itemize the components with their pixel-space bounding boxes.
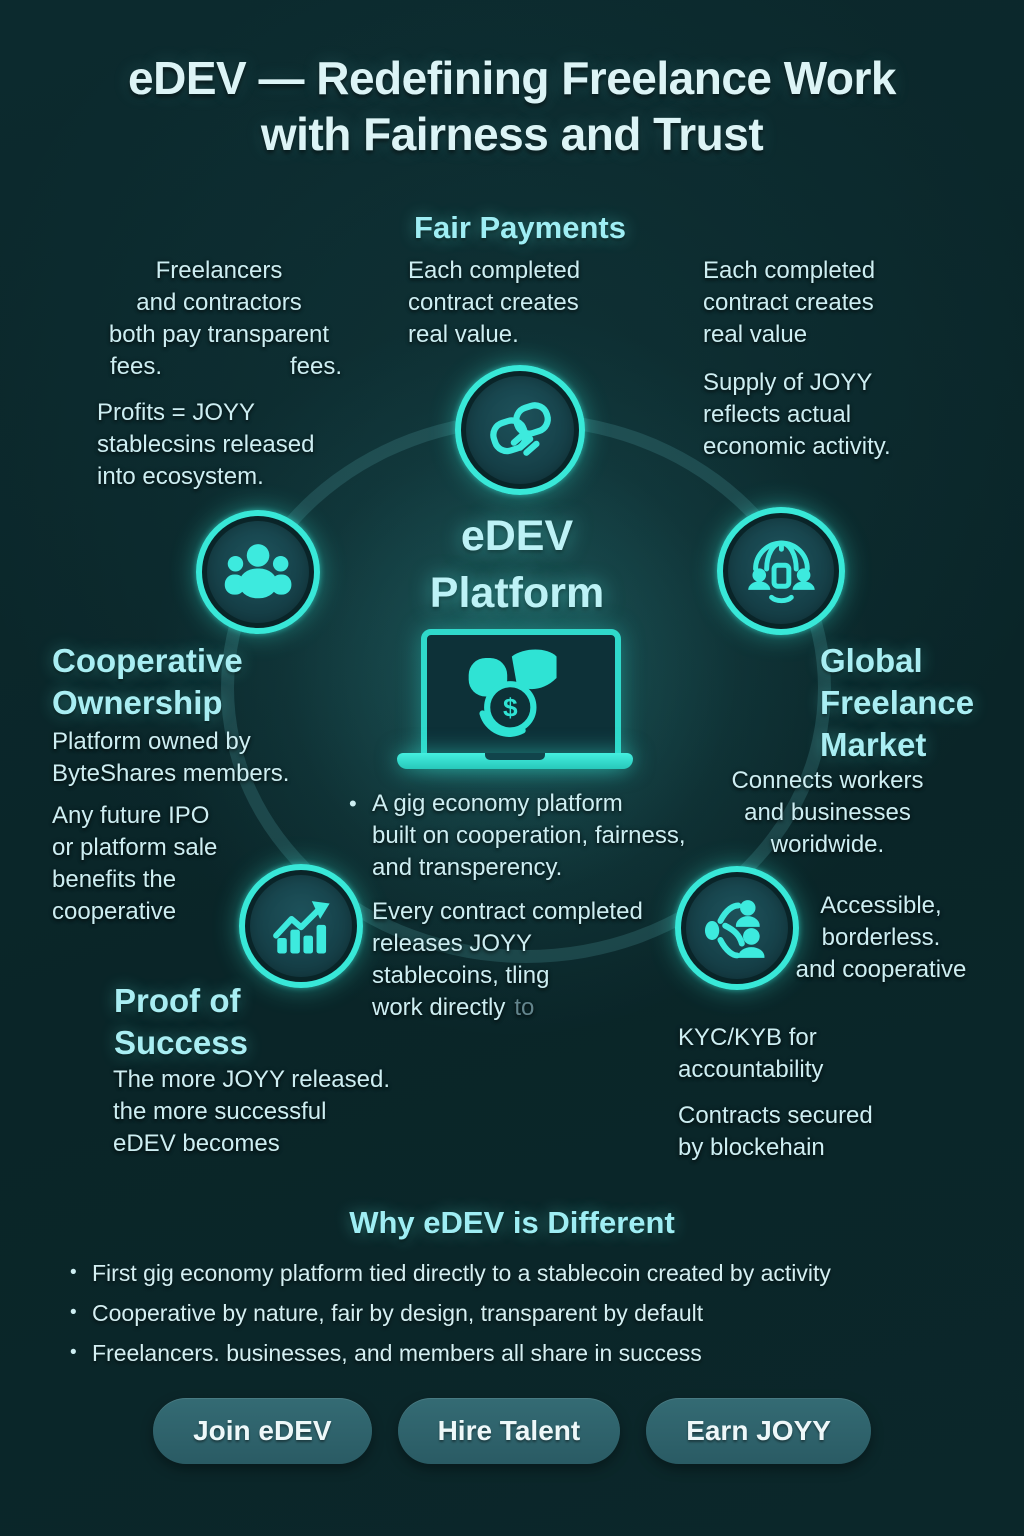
platform-bullet-2: Every contract completed releases JOYY s… [372,896,643,1024]
platform-bullet-1-text: A gig economy platform built on cooperat… [372,790,686,881]
platform-bullet-1: • A gig economy platform built on cooper… [349,788,686,884]
cta-row: Join eDEV Hire Talent Earn JOYY [0,1398,1024,1464]
joyy-supply-paragraph: Supply of JOYY reflects actual economic … [703,369,891,460]
platform-bullet-2-faded-text: to [514,994,535,1021]
why-bullet-text: First gig economy platform tied directly… [92,1260,831,1286]
growth-chart-icon [239,864,363,988]
proof-of-success-body: The more JOYY released. the more success… [113,1066,391,1157]
section-heading-why-edev-is-different: Why eDEV is Different [349,1205,675,1240]
fees-paragraph: Freelancers and contractors both pay tra… [108,257,330,348]
handshake-icon [455,365,585,495]
laptop-notch [485,753,545,760]
hire-talent-button[interactable]: Hire Talent [397,1398,621,1464]
global-market-body: Connects workers and businesses woridwid… [731,767,924,858]
section-heading-proof-of-success: Proof of Success [114,982,248,1061]
fees-left-label: fees. [110,353,163,380]
page-title: eDEV — Redefining Freelance Work with Fa… [128,52,896,160]
profits-paragraph: Profits = JOYY stablecsins released into… [97,399,315,490]
why-different-list: • First gig economy platform tied direct… [70,1258,984,1378]
join-edev-button[interactable]: Join eDEV [153,1398,372,1464]
fees-row: fees. fees. [110,351,342,383]
coop-ipo-body: Any future IPO or platform sale benefits… [52,802,218,925]
contract-value-paragraph: Each completed contract creates real val… [703,257,876,348]
why-bullet-item: • Cooperative by nature, fair by design,… [70,1298,984,1328]
people-group-icon [196,510,320,634]
platform-bullet-2-text: Every contract completed releases JOYY s… [372,898,643,1021]
why-bullet-text: Freelancers. businesses, and members all… [92,1340,702,1366]
section-heading-fair-payments: Fair Payments [414,210,626,245]
why-bullet-item: • Freelancers. businesses, and members a… [70,1338,984,1368]
accessible-body: Accessible, borderless. and cooperative [795,892,967,983]
laptop-handshake-dollar-icon: $ [421,629,621,765]
bullet-dot: • [70,1342,77,1363]
section-heading-global-freelance-market: Global Freelance Market [820,642,975,763]
why-bullet-text: Cooperative by nature, fair by design, t… [92,1300,704,1326]
why-bullet-item: • First gig economy platform tied direct… [70,1258,984,1288]
bullet-dot: • [70,1302,77,1323]
fees-right-label: fees. [289,353,342,380]
fair-payments-body: Each completed contract creates real val… [408,257,581,348]
section-heading-cooperative-ownership: Cooperative Ownership [52,642,243,721]
platform-title: eDEV Platform [429,512,605,617]
coop-ownership-body: Platform owned by ByteShares members. [52,728,290,787]
kyc-body: KYC/KYB for accountability [678,1024,824,1083]
connected-people-icon [675,866,799,990]
globe-umbrella-icon [717,507,845,635]
blockchain-body: Contracts secured by blockehain [678,1102,873,1161]
bullet-dot: • [349,791,357,816]
bullet-dot: • [70,1262,77,1283]
earn-joyy-button[interactable]: Earn JOYY [646,1398,871,1464]
laptop-base [397,753,633,769]
svg-text:$: $ [503,693,518,723]
